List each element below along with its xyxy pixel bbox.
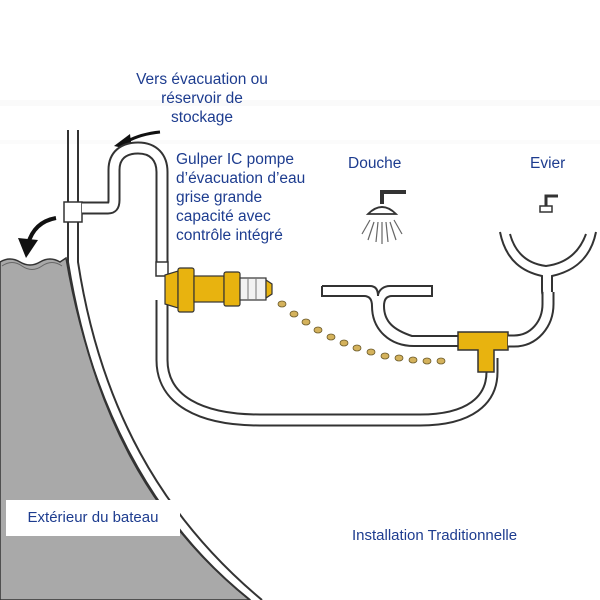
discharge-arrow-head-icon [18, 238, 38, 258]
sink-basin-inner [509, 233, 587, 268]
pump-label: Gulper IC pompe d’évacuation d’eau grise… [176, 151, 306, 244]
hull-exterior [0, 256, 252, 600]
background-streaks [0, 100, 600, 144]
shower-tray-bottom [321, 286, 460, 347]
return-pipe-inner [157, 300, 497, 425]
faucet-icon [539, 194, 558, 213]
through-hull-fitting [63, 201, 83, 223]
hull-wall-outer [67, 130, 251, 600]
t-fitting [457, 331, 509, 373]
pump-filter [239, 277, 267, 301]
water-waves [1, 262, 63, 270]
outlet-pipe-inner [82, 143, 167, 268]
shower-head-icon [361, 190, 406, 244]
sink-label: Evier [530, 155, 566, 172]
pump-flange-right [223, 271, 241, 307]
sink-drain-pipe-inner [508, 292, 553, 346]
shower-label: Douche [348, 155, 402, 172]
hull-exterior-label: Extérieur du bateau [6, 500, 180, 536]
installation-label: Installation Traditionnelle [352, 527, 518, 544]
flow-dots [277, 300, 446, 365]
hull-wall-inner [77, 130, 263, 600]
pump-end-cap [164, 270, 179, 309]
pump-motor [193, 275, 225, 303]
gulper-pump [164, 267, 273, 313]
pump-filter-cap [265, 278, 273, 300]
shower-tray [322, 285, 460, 337]
evacuation-label: Vers évacuation ou réservoir de stockage [136, 71, 268, 126]
pump-upper-clamp [155, 261, 169, 277]
pump-flange-left [177, 267, 195, 313]
